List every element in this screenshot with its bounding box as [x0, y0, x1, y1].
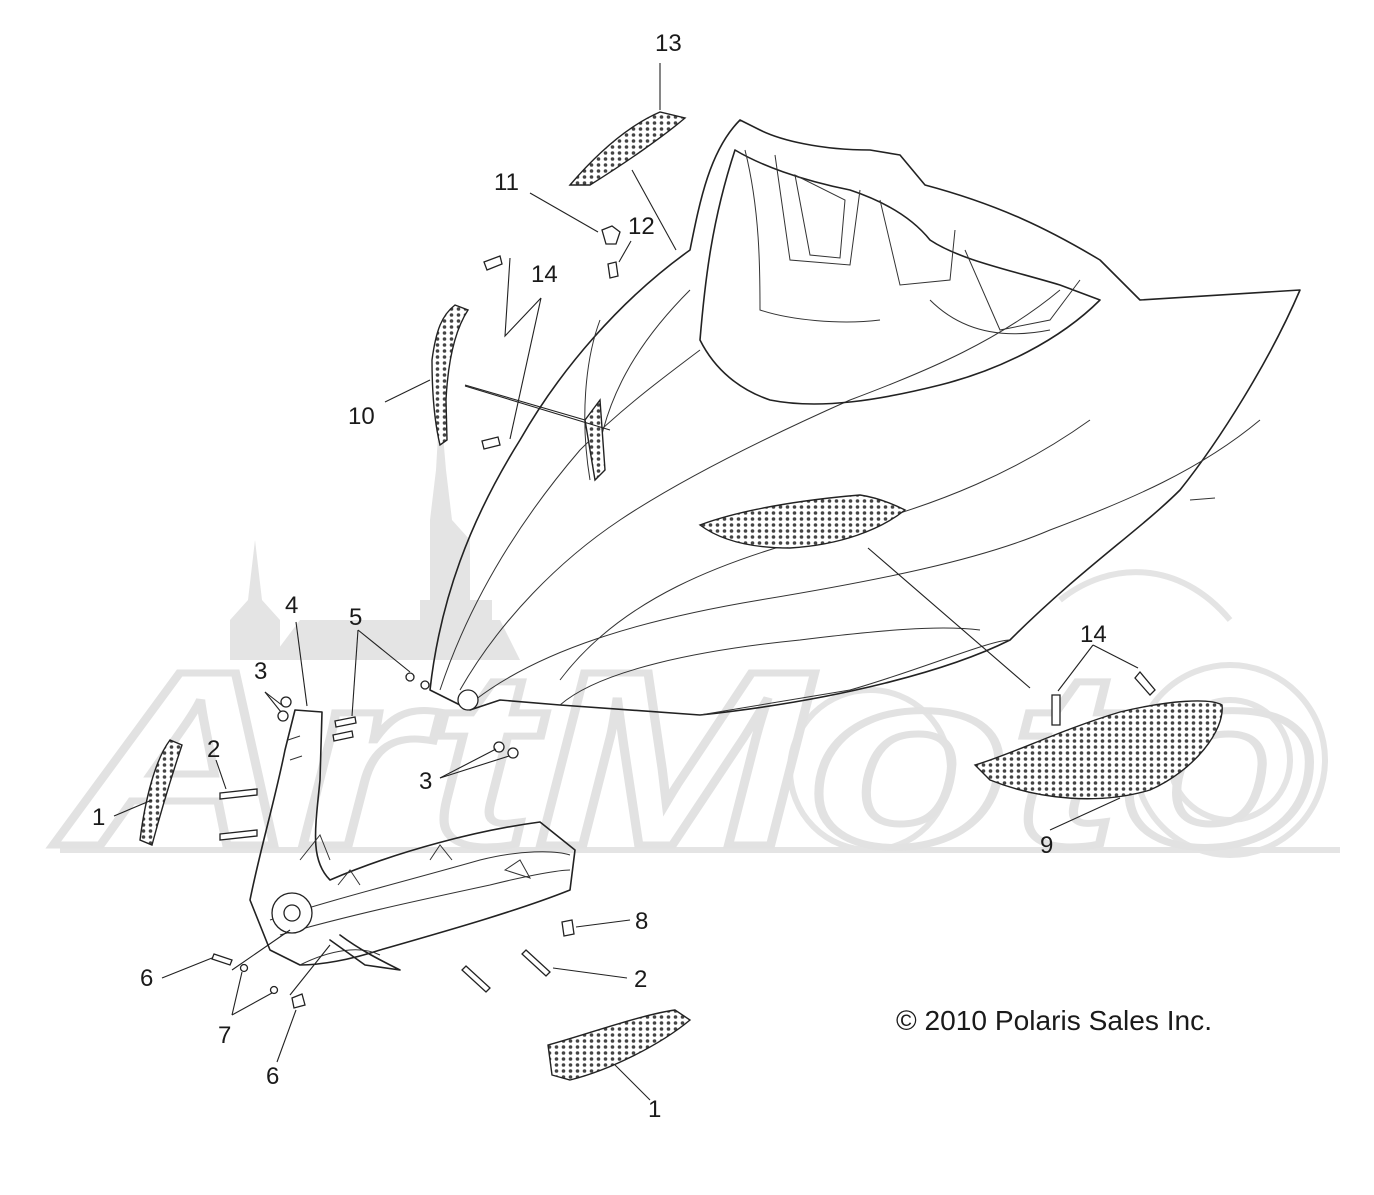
vent-grille-part-13: [568, 111, 687, 186]
callout-8: 8: [635, 908, 648, 935]
callout-6-bottom: 6: [266, 1063, 279, 1090]
callout-3-lower: 3: [419, 768, 432, 795]
callout-5: 5: [349, 604, 362, 631]
callout-14-upper: 14: [531, 261, 558, 288]
callout-9: 9: [1040, 832, 1053, 859]
callout-2-bottom: 2: [634, 966, 647, 993]
hood-assembly: [429, 119, 1301, 716]
callout-10: 10: [348, 403, 375, 430]
callout-12: 12: [628, 213, 655, 240]
grille-part-1-bottom: [547, 1009, 692, 1081]
vent-grille-part-10: [431, 304, 470, 447]
callout-1-left: 1: [92, 804, 105, 831]
grille-part-1-left: [139, 739, 183, 846]
callout-14-right: 14: [1080, 621, 1107, 648]
callout-3-upper: 3: [254, 658, 267, 685]
callout-4: 4: [285, 592, 298, 619]
callout-2-left: 2: [207, 736, 220, 763]
callout-11: 11: [494, 169, 519, 196]
callout-1-bottom: 1: [648, 1096, 661, 1123]
callout-labels: 13 11 12 14 10 4 5 3 2 1 3 14 9 8 2 6 7 …: [92, 30, 1107, 1123]
callout-7: 7: [218, 1022, 231, 1049]
grille-part-9: [973, 700, 1223, 800]
callout-6-left: 6: [140, 965, 153, 992]
callout-13: 13: [655, 30, 682, 57]
bumper-assembly: [249, 709, 576, 971]
copyright-notice: © 2010 Polaris Sales Inc.: [896, 1005, 1212, 1036]
hardware-fasteners: [211, 225, 1156, 1009]
leader-lines: [113, 63, 1139, 1101]
